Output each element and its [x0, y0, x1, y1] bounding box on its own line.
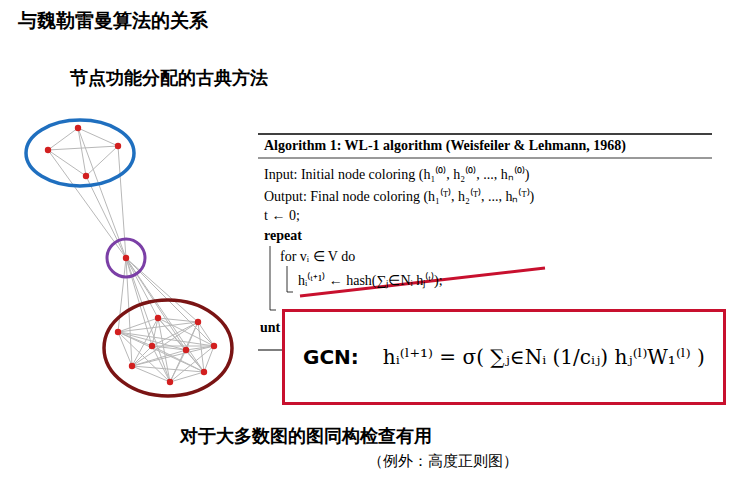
algorithm-line: Output: Final node coloring (h₁⁽ᵀ⁾, h₂⁽ᵀ… — [264, 186, 534, 205]
graph-edge — [186, 346, 214, 350]
exception-note: （例外：高度正则图） — [368, 452, 518, 471]
algorithm-line: Input: Initial node coloring (h₁⁽⁰⁾, h₂⁽… — [264, 164, 529, 183]
graph-edge — [86, 146, 118, 176]
graph-dot — [123, 255, 129, 261]
algorithm-line: t ← 0; — [264, 208, 300, 224]
graph-edge — [170, 372, 204, 382]
graph-edge — [158, 318, 214, 346]
for-bracket — [287, 266, 288, 292]
repeat-bracket — [270, 310, 276, 311]
purple-node-ring — [107, 239, 145, 277]
graph-dot — [201, 369, 207, 375]
graph-edge — [48, 128, 78, 150]
red-cluster — [104, 300, 232, 396]
graph-edge — [158, 318, 204, 372]
graph-nodes — [45, 125, 217, 385]
algorithm-line: repeat — [264, 228, 302, 244]
algorithm-line: hᵢ⁽ᵗ⁺¹⁾ ← hash(∑ⱼ∈Nᵢ hⱼ⁽ᵗ⁾); — [298, 270, 443, 289]
graph-dot — [75, 125, 81, 131]
graph-dot — [129, 363, 135, 369]
graph-edge — [152, 318, 158, 346]
graph-edge — [132, 318, 158, 366]
graph-dot — [155, 315, 161, 321]
gcn-formula: hᵢ⁽ˡ⁺¹⁾ = σ( ∑ⱼ∈Nᵢ (1/cᵢⱼ) hⱼ⁽ˡ⁾W₁⁽ˡ⁾ ) — [383, 345, 705, 369]
graph-dot — [195, 319, 201, 325]
graph-edge — [118, 258, 126, 332]
graph-dot — [83, 173, 89, 179]
algorithm-line: for vᵢ ∈ V do — [280, 248, 355, 265]
graph-edge — [152, 346, 170, 382]
gcn-box: GCN: hᵢ⁽ˡ⁺¹⁾ = σ( ∑ⱼ∈Nᵢ (1/cᵢⱼ) hⱼ⁽ˡ⁾W₁⁽ˡ… — [282, 309, 726, 405]
graph-edge — [158, 318, 186, 350]
graph-edge — [126, 258, 204, 372]
graph-dot — [115, 143, 121, 149]
for-bracket — [287, 292, 293, 293]
graph-edge — [48, 150, 86, 176]
graph-dot — [149, 343, 155, 349]
graph-dot — [167, 379, 173, 385]
caption: 对于大多数图的图同构检查有用 — [180, 424, 432, 448]
graph-dot — [115, 329, 121, 335]
algorithm-top-rule — [258, 133, 712, 135]
graph-dot — [45, 147, 51, 153]
slide-title: 与魏勒雷曼算法的关系 — [18, 8, 208, 34]
graph-edge — [132, 322, 198, 366]
graph-edge — [86, 176, 126, 258]
subtitle: 节点功能分配的古典方法 — [70, 66, 268, 90]
graph-edge — [78, 128, 86, 176]
until-fragment: unt — [260, 320, 280, 336]
graph-edge — [170, 350, 186, 382]
graph-edge — [48, 146, 118, 150]
graph-edge — [132, 366, 170, 382]
blue-cluster — [26, 120, 134, 186]
graph-dot — [183, 347, 189, 353]
graph-edge — [126, 258, 186, 350]
gcn-label: GCN: — [303, 345, 359, 369]
algorithm-heading: Algorithm 1: WL-1 algorithm (Weisfeiler … — [264, 138, 626, 154]
algorithm-header-rule — [258, 158, 712, 159]
repeat-bracket — [270, 246, 271, 310]
graph-edge — [78, 128, 126, 258]
graph-dot — [211, 343, 217, 349]
graph-edge — [152, 346, 204, 372]
